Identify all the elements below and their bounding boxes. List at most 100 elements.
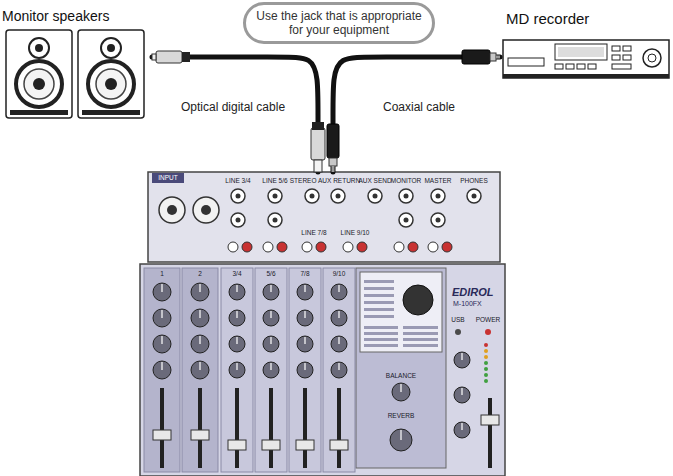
- drawing-part: [332, 166, 335, 172]
- drawing-part: [496, 56, 500, 59]
- knob-pointer: [236, 363, 237, 370]
- panel-label: POWER: [476, 316, 501, 324]
- effect-list-mark: [403, 338, 438, 341]
- knob-pointer: [199, 336, 200, 344]
- drawing-part: [555, 44, 607, 60]
- jack: [305, 189, 319, 203]
- speaker: [78, 30, 144, 118]
- panel-label: LINE 9/10: [341, 229, 370, 237]
- effect-list-mark: [403, 326, 438, 329]
- effect-knob: [403, 285, 433, 315]
- fader-slot: [198, 388, 202, 468]
- knob-pointer: [304, 337, 305, 344]
- drawing-part: [612, 46, 620, 51]
- rca-jack: [263, 242, 273, 252]
- knob-pointer: [161, 284, 162, 292]
- drawing-part: [312, 122, 324, 130]
- panel-brand: M-100FX: [453, 299, 482, 309]
- knob-pointer: [338, 311, 339, 318]
- channel-strip: [255, 268, 287, 472]
- effect-list-mark: [364, 315, 394, 318]
- drawing-part: [152, 173, 184, 183]
- rca-jack: [316, 242, 326, 252]
- drawing-part: [503, 74, 669, 78]
- knob-pointer: [236, 285, 237, 292]
- drawing-part: [156, 51, 182, 63]
- level-meter-led: [484, 343, 488, 347]
- knob-pointer: [304, 285, 305, 292]
- jack-hole: [167, 205, 177, 215]
- drawing-part: [329, 158, 337, 166]
- jack: [399, 189, 413, 203]
- jack: [431, 189, 445, 203]
- drawing-part: [623, 46, 631, 51]
- effect-list-mark: [364, 344, 398, 347]
- knob: [229, 310, 245, 326]
- knob: [191, 309, 209, 327]
- led: [455, 329, 461, 335]
- knob-pointer: [199, 362, 200, 370]
- jack: [268, 189, 282, 203]
- effect-list-mark: [364, 301, 394, 304]
- fader-cap: [330, 440, 348, 450]
- drawing-part: [24, 69, 54, 99]
- rca-jack: [343, 242, 353, 252]
- knob: [153, 335, 171, 353]
- level-meter-led: [484, 379, 488, 383]
- knob: [331, 284, 347, 300]
- drawing-part: [612, 64, 631, 69]
- jack: [231, 189, 245, 203]
- drawing-part: [16, 61, 62, 107]
- panel-label: LINE 5/6: [262, 177, 287, 185]
- drawing-part: [101, 38, 121, 58]
- panel-label: BALANCE: [386, 372, 416, 380]
- rca-jack: [302, 242, 312, 252]
- jack-hole: [273, 218, 278, 223]
- knob: [331, 362, 347, 378]
- drawing-part: [96, 69, 126, 99]
- panel-label: LINE 3/4: [225, 177, 250, 185]
- drawing-part: [503, 40, 669, 78]
- knob-pointer: [338, 337, 339, 344]
- knob-pointer: [270, 363, 271, 370]
- jack: [231, 213, 245, 227]
- drawing-part: [623, 55, 631, 60]
- jack-hole: [472, 194, 477, 199]
- channel-strip: [144, 268, 180, 472]
- jack-hole: [404, 194, 409, 199]
- drawing-part: [107, 44, 115, 52]
- panel-label: MASTER: [424, 177, 451, 185]
- cable-label: Optical digital cable: [180, 100, 286, 114]
- drawing-part: [78, 30, 144, 118]
- effect-list-mark: [364, 280, 394, 283]
- knob: [263, 336, 279, 352]
- knob-pointer: [199, 284, 200, 292]
- fader-cap: [228, 440, 246, 450]
- jack: [159, 197, 185, 223]
- panel-label: REVERB: [388, 412, 415, 420]
- knob-pointer: [270, 311, 271, 318]
- drawing-part: [327, 124, 339, 158]
- led: [485, 329, 491, 335]
- knob-pointer: [338, 285, 339, 292]
- level-meter-led: [484, 367, 488, 371]
- panel-label: PHONES: [460, 177, 487, 185]
- jack: [193, 197, 219, 223]
- rca-jack: [357, 242, 367, 252]
- effect-list-mark: [364, 308, 394, 311]
- knob-pointer: [461, 388, 462, 395]
- fader-slot: [235, 388, 239, 468]
- jack-hole: [201, 205, 211, 215]
- panel-brand: EDIROL: [452, 285, 494, 299]
- drawing-part: [558, 47, 604, 57]
- jack: [467, 189, 481, 203]
- rca-jack: [408, 242, 418, 252]
- knob: [454, 387, 470, 403]
- knob-pointer: [161, 362, 162, 370]
- drawing-part: [35, 44, 43, 52]
- fader-cap: [481, 415, 499, 425]
- knob-pointer: [270, 285, 271, 292]
- panel-label: 9/10: [333, 270, 346, 278]
- cable-label: Coaxial cable: [382, 100, 456, 114]
